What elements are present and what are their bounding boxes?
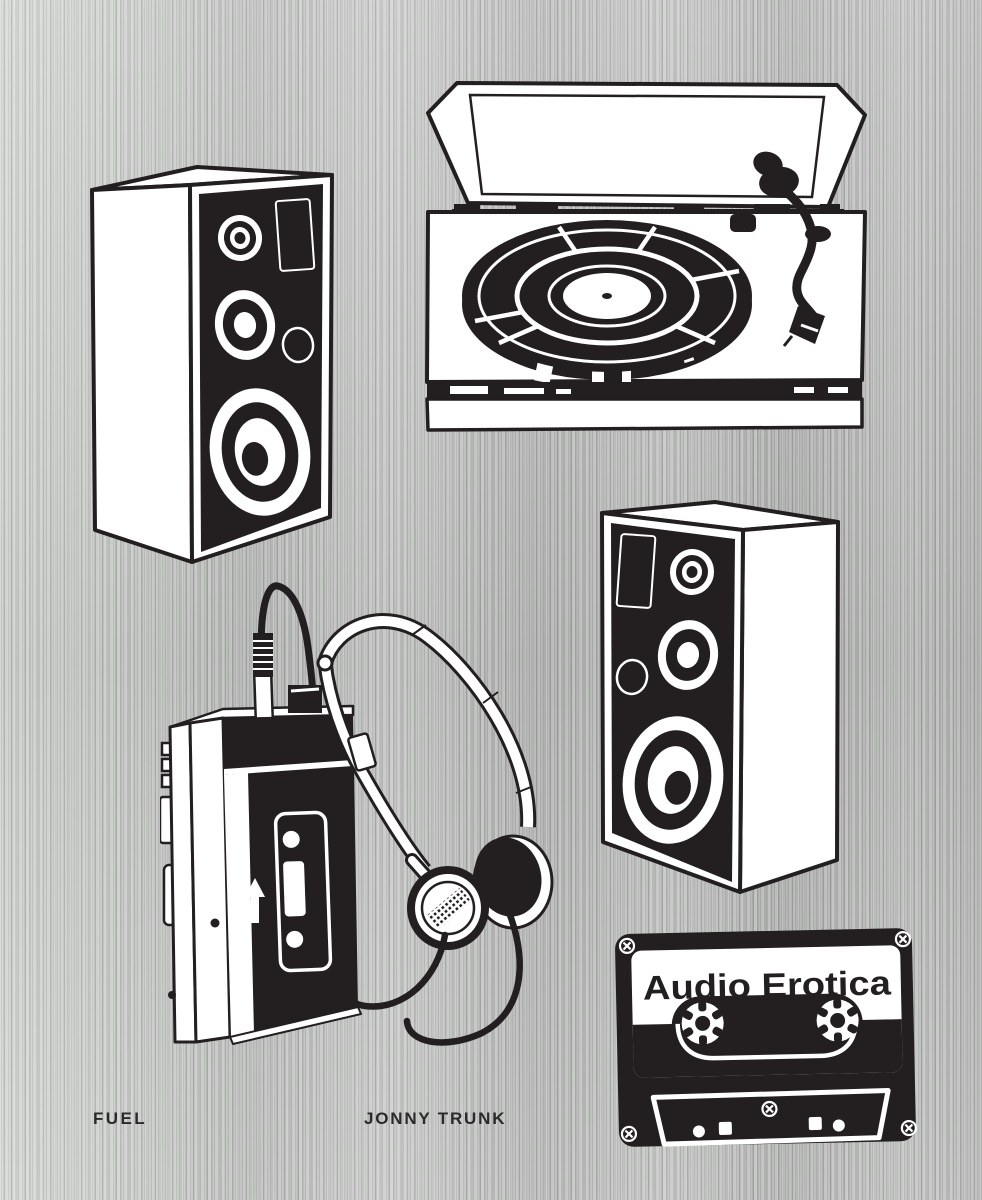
walkman-body [160,633,362,1045]
headshell [789,306,825,344]
cassette-screws [618,931,917,1143]
port-badge [274,198,316,272]
midrange-driver-icon [657,620,719,690]
platter-with-record [462,220,752,386]
control-panel [425,382,864,432]
midrange-driver-icon [214,290,276,360]
cassette-illustration: Audio Erotica [615,928,917,1147]
ear-cup-cord [340,931,449,1010]
reel-window [671,993,863,1055]
eject-arrow-icon [245,878,265,923]
tweeter-icon [217,215,263,261]
speaker-right-illustration [600,500,840,894]
cue-lever [730,214,756,232]
cassette-holes [692,1116,845,1138]
tweeter-icon [669,549,715,595]
woofer-icon [209,388,311,516]
headband-pivot [316,654,334,672]
control-buttons [450,386,848,394]
tonearm [730,151,831,347]
tape-reel-right [816,998,859,1043]
ear-cup-cord [403,911,523,1046]
jack-plug [252,633,275,722]
port-hole [281,326,315,364]
speaker-grille [426,887,472,930]
near-ear-cup [407,866,489,950]
spindle [602,293,612,299]
port-badge [615,533,657,609]
walkman-headphones-illustration [160,582,554,1046]
speaker-upper-left-illustration [90,165,334,564]
woofer-icon [622,716,724,844]
headband-slider [347,732,377,772]
dust-cover-lid [426,81,867,209]
turntable-illustration [425,81,867,432]
port-hole [615,658,649,696]
headphone-cable [257,582,318,719]
headphones [316,613,554,1046]
headband [316,613,537,875]
author-name: JONNY TRUNK [364,1109,507,1128]
cassette-base-trapezoid [650,1087,891,1147]
tape-reel-left [681,1001,724,1046]
publisher-name: FUEL [93,1109,147,1128]
cassette-window [273,810,333,973]
book-title: Audio Erotica [643,964,893,1007]
